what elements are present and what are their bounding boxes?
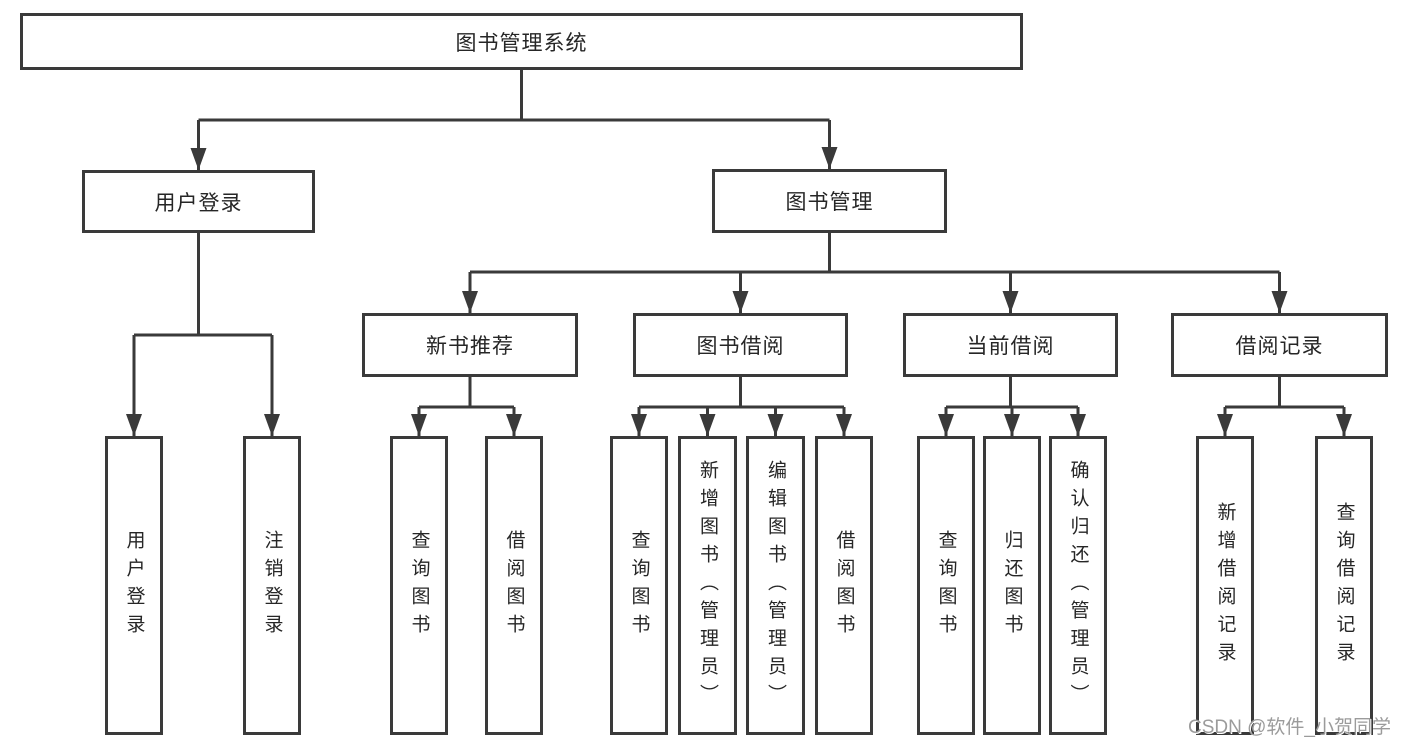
node-borrow-records: 借阅记录	[1171, 313, 1388, 377]
node-book-management: 图书管理	[712, 169, 947, 233]
leaf-add-borrow-record: 新增借阅记录	[1196, 436, 1254, 735]
connector-borrowrecords-bar	[1225, 377, 1344, 409]
leaf-query-borrow-record: 查询借阅记录	[1315, 436, 1373, 735]
leaf-logout: 注销登录	[243, 436, 301, 735]
leaf-confirm-return-admin: 确认归还（管理员）	[1049, 436, 1107, 735]
leaf-edit-book-admin: 编辑图书（管理员）	[746, 436, 805, 735]
connector-userlogin-bar	[134, 233, 272, 337]
leaf-add-book-admin: 新增图书（管理员）	[678, 436, 737, 735]
connector-root-bar	[198, 69, 830, 122]
leaf-borrow-books-recommend: 借阅图书	[485, 436, 543, 735]
node-new-book-recommend: 新书推荐	[362, 313, 578, 377]
leaf-return-books: 归还图书	[983, 436, 1041, 735]
watermark: CSDN @软件_小贺同学	[1188, 717, 1391, 738]
connector-currentborrow-bar	[946, 377, 1078, 409]
node-user-login: 用户登录	[82, 170, 315, 233]
leaf-user-login: 用户登录	[105, 436, 163, 735]
leaf-borrow-books: 借阅图书	[815, 436, 873, 735]
leaf-query-books-borrow: 查询图书	[610, 436, 668, 735]
node-book-borrow: 图书借阅	[633, 313, 848, 377]
leaf-query-books-recommend: 查询图书	[390, 436, 448, 735]
node-current-borrow: 当前借阅	[903, 313, 1118, 377]
connector-bookborrow-bar	[639, 377, 844, 409]
node-root-system: 图书管理系统	[20, 13, 1023, 70]
leaf-query-books-current: 查询图书	[917, 436, 975, 735]
connector-newbooks-bar	[419, 377, 514, 409]
connector-bookmgmt-bar	[470, 233, 1280, 274]
